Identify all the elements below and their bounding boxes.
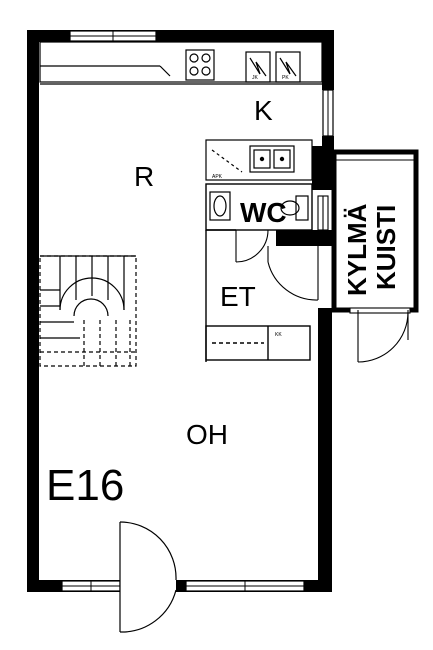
room-label-wc: WC (240, 197, 287, 228)
staircase (39, 255, 137, 367)
freezer-label: PK (282, 75, 289, 81)
room-label-kitchen: K (254, 95, 273, 126)
wc-door (235, 229, 269, 263)
room-label-hall: OH (186, 419, 228, 450)
freezer-icon (275, 51, 301, 83)
window-top (69, 30, 157, 42)
fridge-icon (245, 51, 271, 83)
window-bottom-right (185, 580, 305, 592)
porch-window (317, 195, 329, 231)
entrance-walls (205, 230, 311, 362)
porch-door (349, 307, 411, 363)
window-kitchen-right (322, 89, 334, 137)
room-label-living-room: R (134, 161, 154, 192)
front-door (119, 521, 177, 633)
room-label-entrance: ET (220, 281, 256, 312)
wc-walls (205, 183, 313, 231)
fridge-label: JK (252, 75, 259, 81)
front-door-opening (120, 580, 176, 592)
entrance-door (267, 246, 319, 301)
porch-label-line2: KUISTI (371, 205, 401, 290)
dishwasher-label: APK (212, 174, 223, 180)
apartment-code: E16 (46, 461, 124, 510)
toilet-icon (280, 195, 309, 221)
porch-label-line1: KYLMÄ (342, 203, 372, 296)
wash-basin-icon (209, 191, 231, 221)
kitchen-counter (39, 41, 323, 83)
window-bottom-left (61, 580, 121, 592)
washer-label: KK (275, 332, 282, 338)
stove-icon (185, 49, 215, 81)
sink-counter (205, 139, 313, 181)
